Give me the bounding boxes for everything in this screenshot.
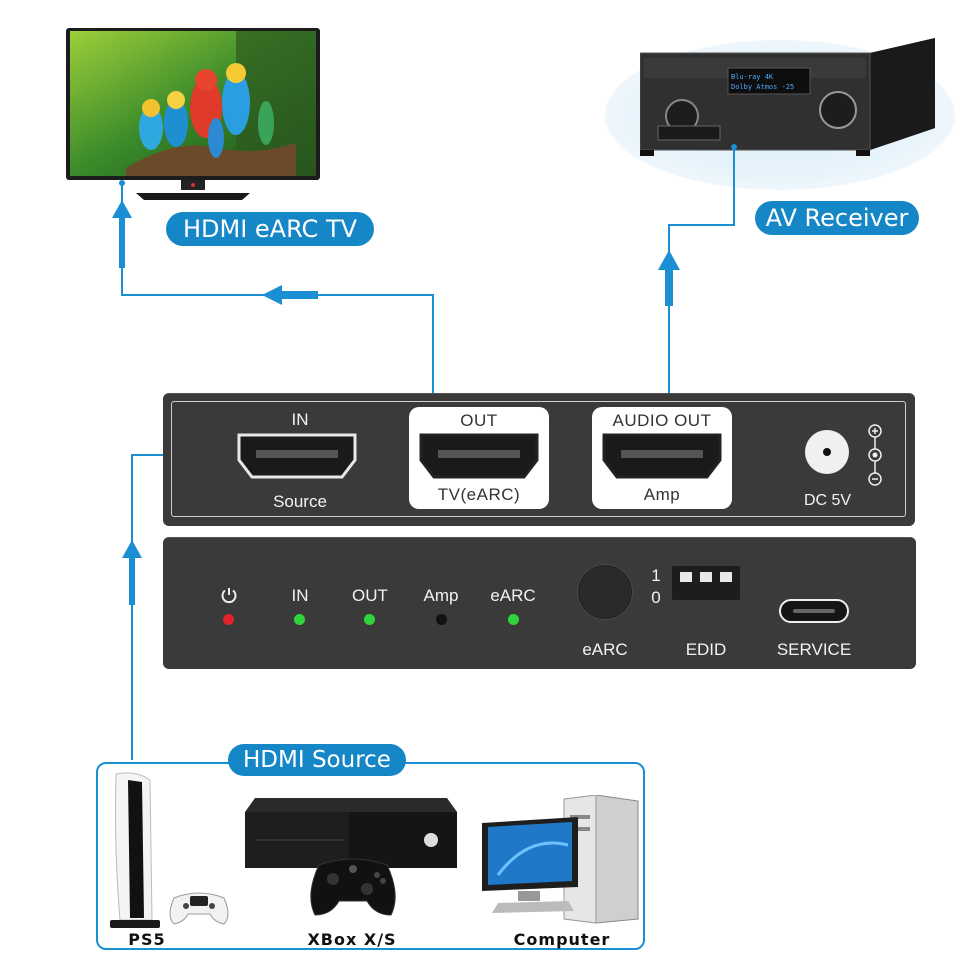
- edid-dip-switch[interactable]: [672, 566, 740, 600]
- tv-earc-label: TV(eARC): [437, 485, 521, 504]
- amp-led-label: Amp: [423, 586, 459, 605]
- hdmi-audio-out-port[interactable]: [601, 432, 723, 480]
- dc-label: DC 5V: [803, 492, 852, 509]
- receiver-label: AV Receiver: [755, 201, 919, 235]
- in-led-label: IN: [291, 586, 309, 605]
- xbox-controller-illustration: [305, 855, 401, 919]
- dip-switch-1[interactable]: [680, 572, 692, 582]
- dc-jack-pin: [823, 448, 831, 456]
- audio-out-label: AUDIO OUT: [612, 411, 712, 430]
- usb-c-service-port[interactable]: [779, 599, 849, 623]
- in-led: [294, 614, 305, 625]
- av-receiver-illustration: [639, 38, 935, 158]
- tv-label: HDMI eARC TV: [166, 212, 374, 246]
- computer-label: Computer: [513, 930, 611, 949]
- dc-jack[interactable]: [805, 430, 849, 474]
- amp-led: [436, 614, 447, 625]
- dip-switch-3[interactable]: [720, 572, 732, 582]
- dip-switch-2[interactable]: [700, 572, 712, 582]
- tv-illustration: [66, 28, 320, 203]
- xbox-label: XBox X/S: [307, 930, 397, 949]
- service-label: SERVICE: [776, 640, 852, 659]
- out-port-label: OUT: [460, 411, 498, 430]
- ps5-label: PS5: [128, 930, 166, 949]
- hdmi-out-port[interactable]: [418, 432, 540, 480]
- receiver-display-line2: Dolby Atmos -25: [731, 83, 795, 91]
- polarity-icon: [865, 422, 885, 488]
- source-label: Source: [273, 492, 327, 511]
- earc-led: [508, 614, 519, 625]
- ps5-controller-illustration: [166, 886, 232, 926]
- computer-illustration: [478, 794, 640, 925]
- earc-button[interactable]: [578, 565, 632, 619]
- ps5-console-illustration: [106, 770, 166, 930]
- out-led-label: OUT: [352, 586, 388, 605]
- dip-label-1: 1: [651, 566, 661, 585]
- amp-label: Amp: [643, 485, 681, 504]
- power-led: [223, 614, 234, 625]
- source-label-pill: HDMI Source: [228, 744, 406, 776]
- receiver-display-line1: Blu-ray 4K: [731, 73, 774, 81]
- back-panel-frame: [171, 401, 906, 517]
- in-port-label: IN: [291, 410, 309, 429]
- usb-c-tongue: [793, 609, 835, 613]
- edid-label: EDID: [685, 640, 727, 659]
- out-led: [364, 614, 375, 625]
- earc-button-label: eARC: [582, 640, 628, 659]
- hdmi-in-port[interactable]: [236, 432, 358, 480]
- dip-label-0: 0: [651, 588, 661, 607]
- earc-led-label: eARC: [490, 586, 536, 605]
- receiver-display: Blu-ray 4K Dolby Atmos -25: [731, 72, 809, 92]
- power-icon: [220, 586, 238, 604]
